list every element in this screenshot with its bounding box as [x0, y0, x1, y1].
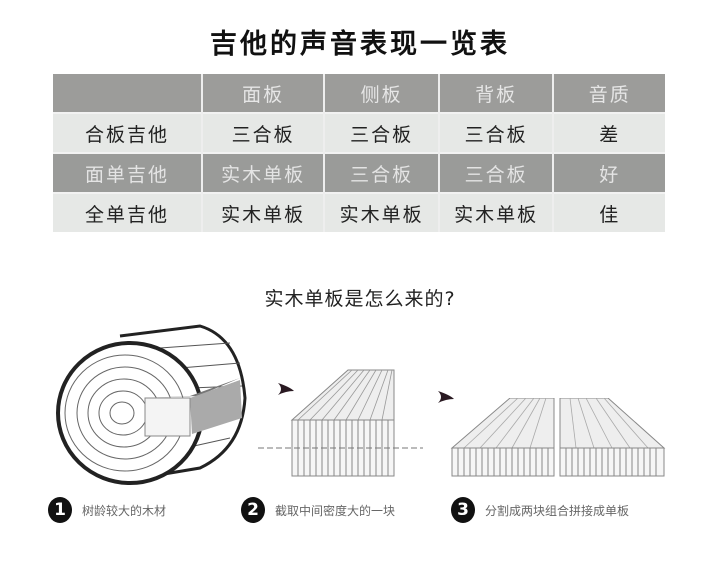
step-text: 分割成两块组合拼接成单板 — [485, 503, 630, 518]
arrow-icon — [278, 383, 294, 395]
table-cell: 三合板 — [323, 152, 439, 193]
guitar-sound-table: 面板 侧板 背板 音质 合板吉他 三合板 三合板 三合板 差 面单吉他 实木单板… — [53, 74, 665, 232]
center-block-illustration — [258, 369, 423, 477]
table-cell: 三合板 — [437, 112, 554, 153]
header-cell: 面板 — [200, 74, 325, 113]
table-cell: 差 — [552, 112, 665, 153]
table-cell: 面单吉他 — [53, 152, 202, 193]
header-cell — [53, 74, 202, 113]
step-number-badge: 1 — [48, 497, 72, 523]
table-cell: 好 — [552, 152, 665, 193]
table-cell: 实木单板 — [200, 152, 325, 193]
header-cell: 背板 — [437, 74, 554, 113]
step-2: 2 截取中间密度大的一块 — [241, 497, 395, 523]
log-illustration — [56, 324, 247, 485]
table-cell: 实木单板 — [437, 192, 554, 232]
step-number-badge: 2 — [241, 497, 265, 523]
table-cell: 佳 — [552, 192, 665, 232]
arrow-icon — [438, 391, 454, 403]
step-3: 3 分割成两块组合拼接成单板 — [451, 497, 629, 523]
page-title: 吉他的声音表现一览表 — [210, 29, 510, 60]
header-cell: 侧板 — [323, 74, 439, 113]
split-boards-illustration — [450, 398, 666, 477]
table-cell: 实木单板 — [323, 192, 439, 232]
table-row: 全单吉他 实木单板 实木单板 实木单板 佳 — [53, 192, 665, 232]
step-text: 截取中间密度大的一块 — [275, 503, 396, 518]
section-subtitle: 实木单板是怎么来的? — [264, 288, 456, 310]
step-1: 1 树龄较大的木材 — [48, 497, 166, 523]
table-cell: 实木单板 — [200, 192, 325, 232]
table-cell: 三合板 — [437, 152, 554, 193]
table-cell: 全单吉他 — [53, 192, 202, 232]
table-row: 面单吉他 实木单板 三合板 三合板 好 — [53, 152, 665, 193]
step-number-badge: 3 — [451, 497, 475, 523]
table-cell: 三合板 — [200, 112, 325, 153]
step-text: 树龄较大的木材 — [82, 503, 167, 518]
table-cell: 三合板 — [323, 112, 439, 153]
header-cell: 音质 — [552, 74, 665, 113]
table-header-row: 面板 侧板 背板 音质 — [53, 74, 665, 113]
table-row: 合板吉他 三合板 三合板 三合板 差 — [53, 112, 665, 153]
table-cell: 合板吉他 — [53, 112, 202, 153]
